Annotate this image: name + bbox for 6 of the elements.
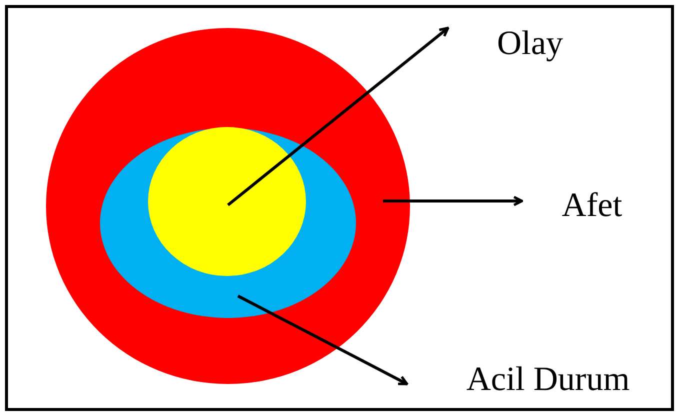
label-text: Olay [480,22,580,66]
arrow [227,26,450,206]
arrow [237,294,408,386]
label-text: Afet [544,184,640,228]
label-text: Acil Durum [426,358,670,402]
arrow [383,196,524,206]
